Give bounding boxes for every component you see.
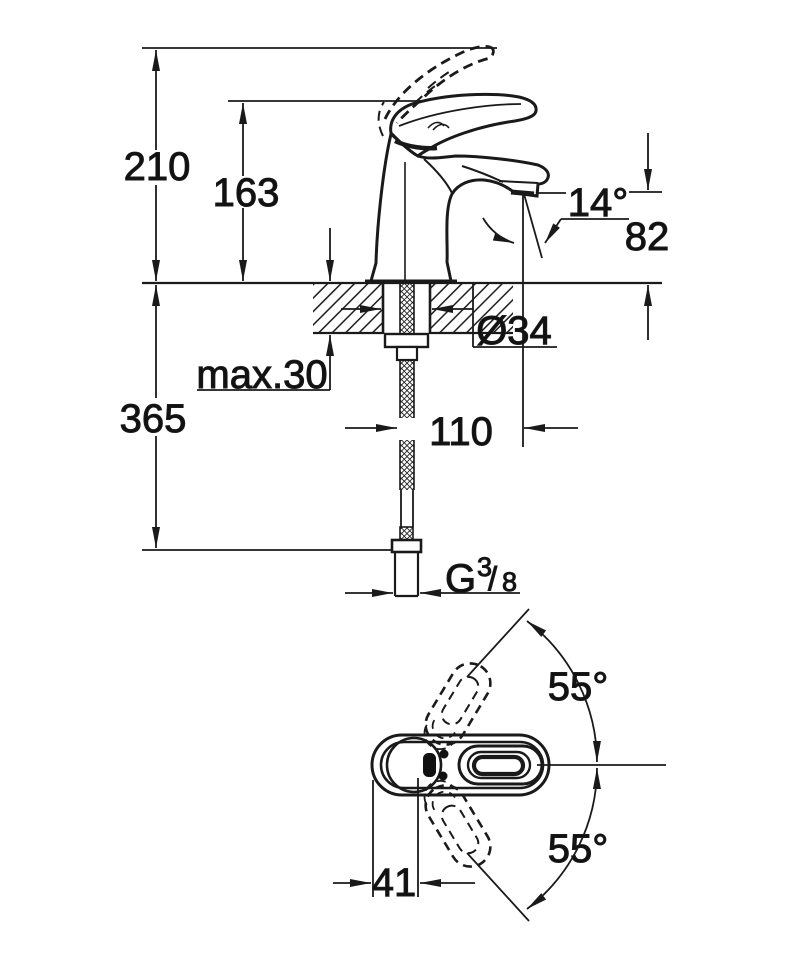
shank-walls (381, 284, 432, 334)
side-view-labels: 210 163 14° 82 Ø34 max.30 365 110 G 3 / … (119, 145, 670, 602)
hose-braid-lower (400, 440, 414, 490)
lever-raised-top-edge (383, 45, 491, 120)
tail-pipe (393, 552, 420, 598)
deck-hatch-left (313, 284, 383, 332)
label-overall-height: 210 (124, 145, 191, 189)
lever-swung-down-ribs (423, 779, 456, 811)
thread-denominator: 8 (502, 567, 517, 597)
lever-raised-bottom-edge (395, 45, 495, 124)
thread-slash: / (488, 560, 498, 597)
lever-handle-side (389, 92, 538, 158)
mounting-and-hose (381, 284, 432, 598)
mounting-flange (383, 332, 430, 349)
label-spout-reach: 110 (429, 410, 493, 454)
lever-raised-inner-dashes (414, 69, 453, 104)
deck-cross-section (313, 284, 513, 335)
cold-dot (438, 771, 448, 781)
pivot-dashed-arc (377, 101, 385, 137)
angle14-leader (544, 218, 562, 244)
faucet-plan (370, 733, 551, 797)
lever-bonnet-circle (385, 736, 443, 794)
hot-dot (439, 749, 449, 759)
handle-inner-line (398, 103, 522, 127)
connector-nut (390, 538, 423, 554)
swing-ray-lower (466, 852, 530, 922)
aerator-top-line (498, 180, 539, 184)
side-view: 210 163 14° 82 Ø34 max.30 365 110 G 3 / … (119, 45, 670, 602)
hose-braid-in-shank (400, 284, 414, 333)
dimension-arrows (152, 50, 652, 597)
lever-raised-dashed (377, 45, 495, 137)
label-swing-upper: 55° (548, 665, 609, 709)
label-hole-diameter: Ø34 (476, 309, 552, 353)
label-max-deck: max.30 (196, 353, 327, 397)
swing-arc-upper (526, 620, 601, 763)
label-handle-height: 163 (213, 171, 280, 215)
thread-letter: G (445, 557, 476, 601)
swing-ray-upper (466, 608, 530, 678)
body-shoulder-line (423, 158, 453, 194)
mounting-washer (395, 345, 419, 362)
label-lever-offset: 41 (372, 861, 417, 905)
thread-collar (399, 526, 414, 541)
handle-body-seam (394, 138, 438, 151)
lever-swung-down-inner (440, 804, 480, 855)
label-thread-size: G 3 / 8 (445, 552, 518, 602)
thread-numerator: 3 (477, 552, 492, 582)
lever-swung-up (423, 662, 492, 751)
lever-front-marker (423, 753, 436, 777)
aerator-mouth (510, 189, 535, 197)
top-view: 55° 55° 41 (333, 608, 666, 922)
faucet-body-outline (369, 131, 550, 283)
spout-opening (471, 754, 526, 777)
hose-tube (400, 490, 414, 527)
faucet-side (365, 45, 550, 283)
spout-ring-middle (466, 750, 532, 780)
handle-wave-emblem (427, 121, 450, 131)
angle14-arc (482, 217, 515, 244)
top-view-labels: 55° 55° 41 (371, 665, 609, 906)
lever-swung-up-ribs (423, 719, 456, 751)
lever-swung-up-inner (440, 675, 480, 726)
label-spout-angle: 14° (568, 181, 629, 225)
label-swing-lower: 55° (548, 827, 609, 871)
reference-lines (142, 47, 662, 551)
label-hose-length: 365 (120, 397, 187, 441)
label-spout-height: 82 (625, 215, 670, 259)
spout-angle-ray (523, 193, 543, 259)
plan-dimensions (333, 608, 666, 922)
lever-swung-up-outline (424, 662, 492, 746)
swing-arc-lower (526, 767, 601, 910)
